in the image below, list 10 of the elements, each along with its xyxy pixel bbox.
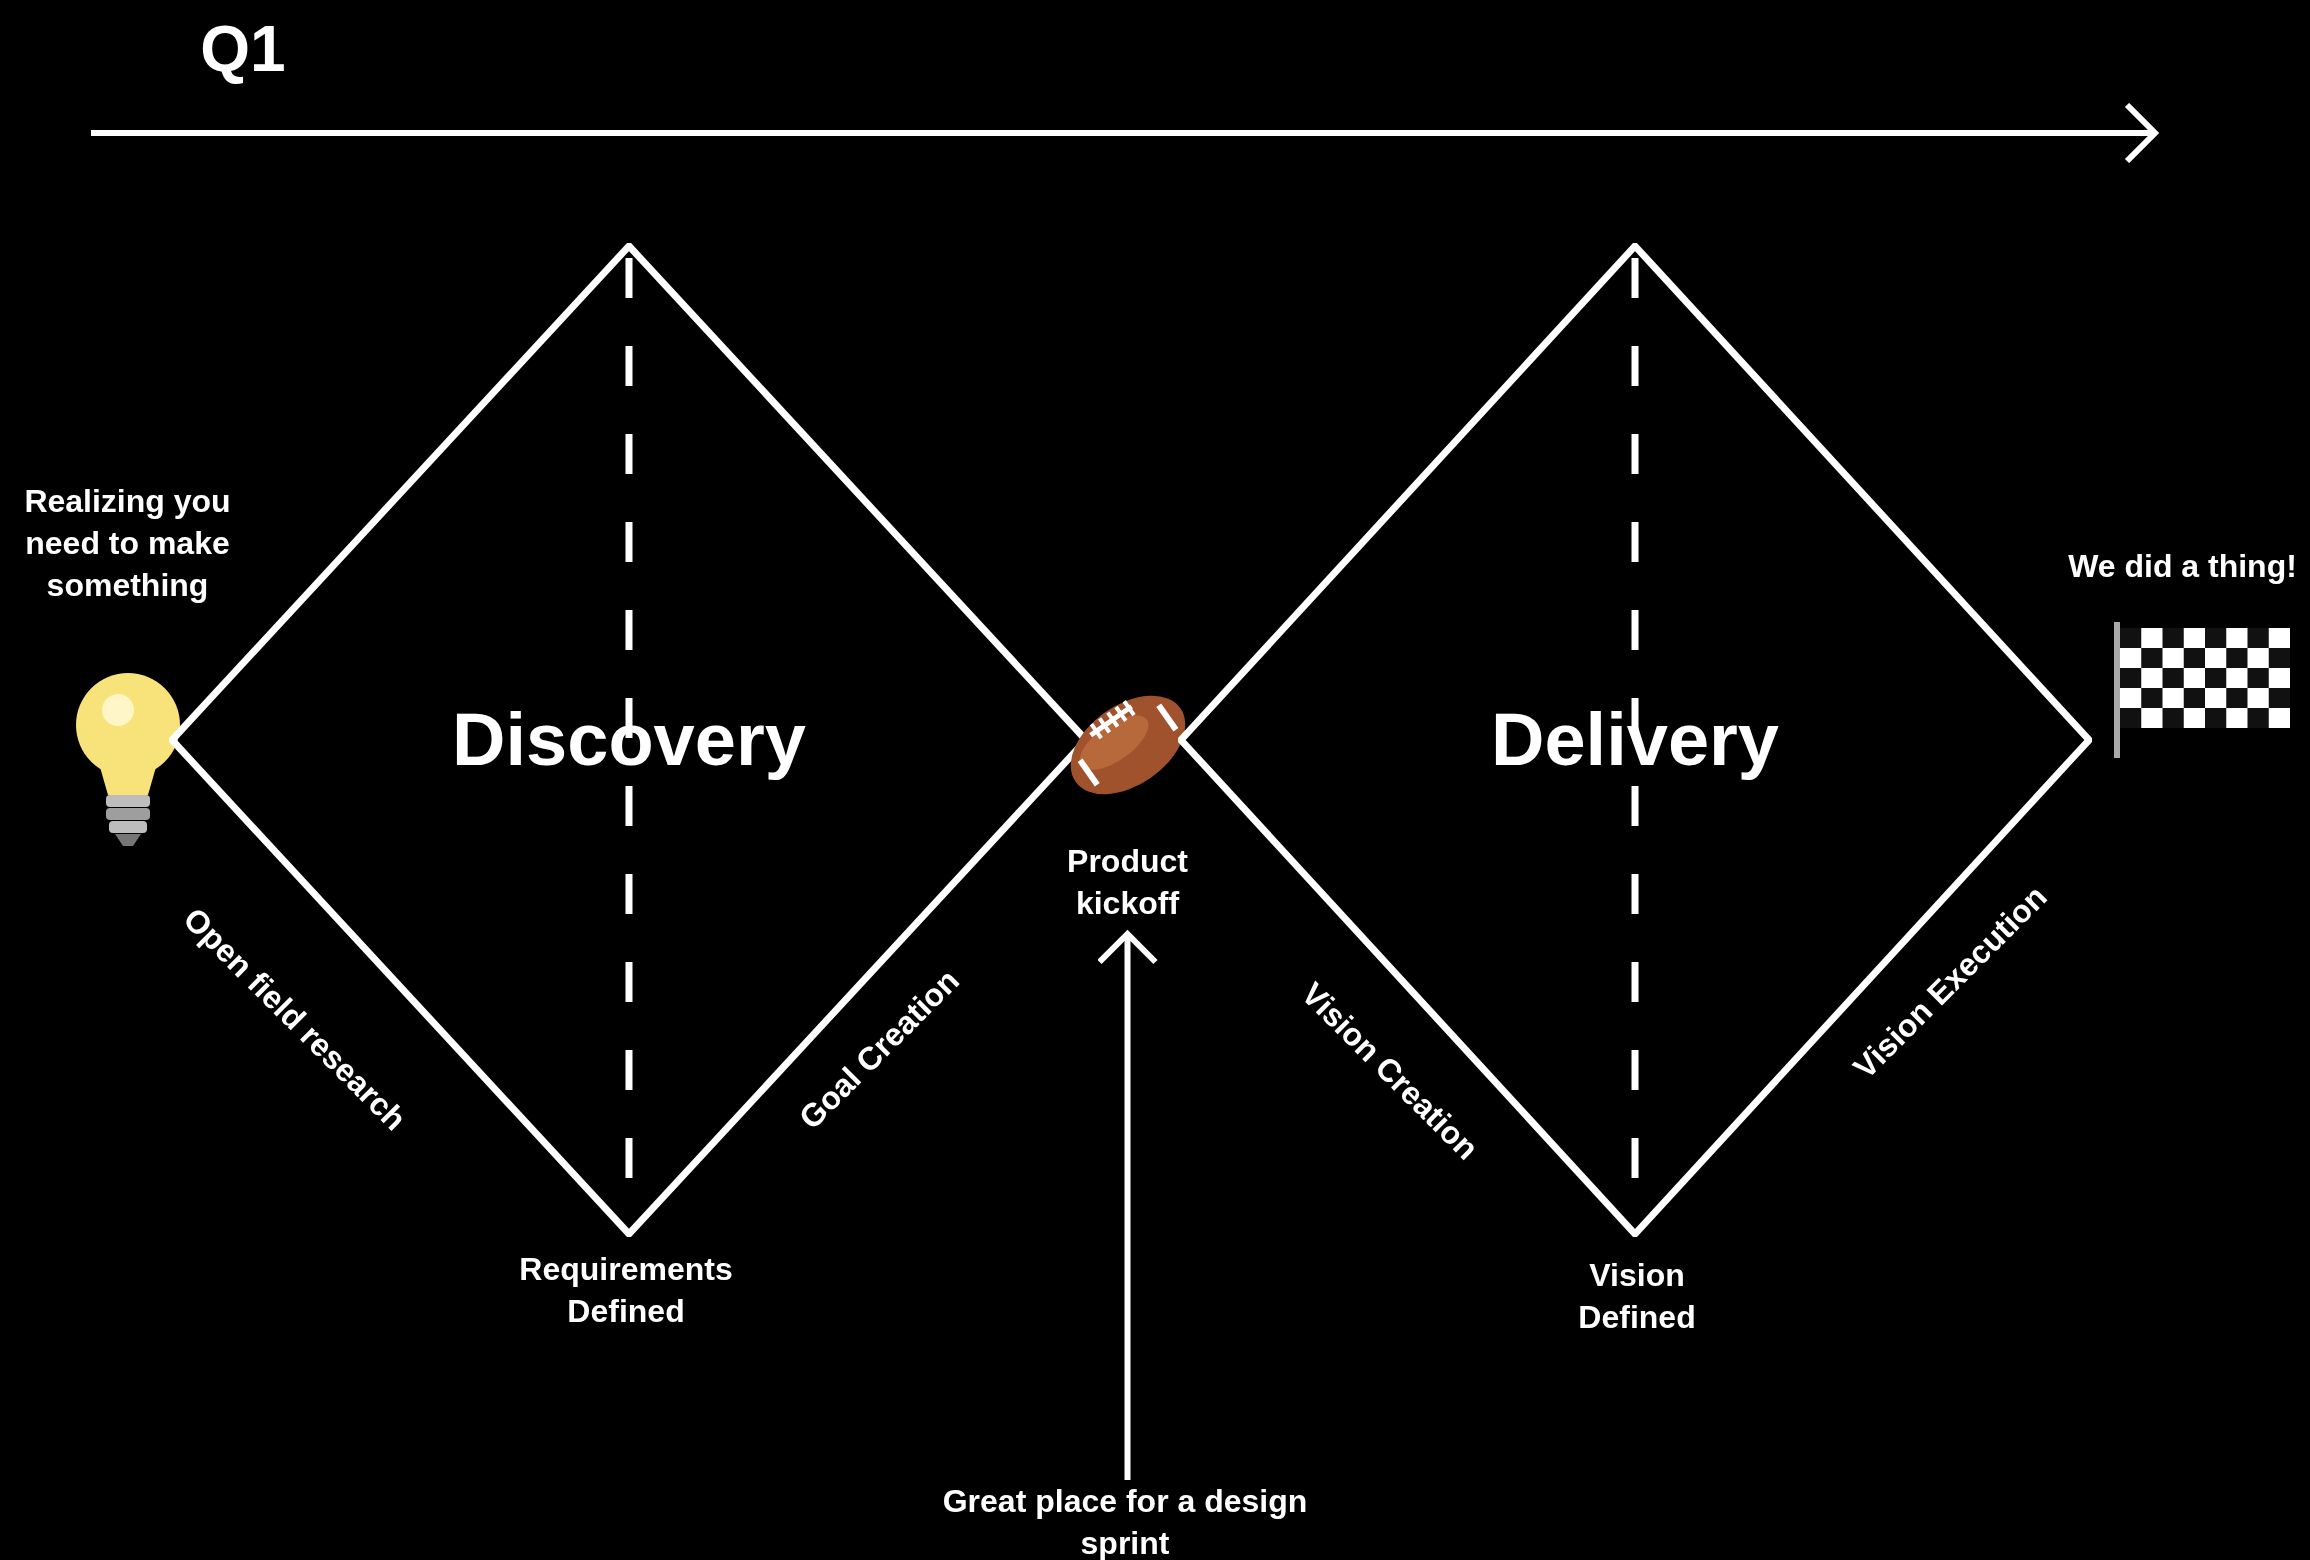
phase-title: Delivery bbox=[1491, 700, 1779, 780]
milestone-label: Requirements Defined bbox=[518, 1250, 734, 1331]
arrow bbox=[1096, 931, 1159, 1480]
milestone-label: Realizing you need to make something bbox=[23, 482, 232, 605]
quarter-heading: Q1 bbox=[200, 14, 286, 84]
note-text: Great place for a design sprint bbox=[941, 1482, 1309, 1560]
phase-title: Discovery bbox=[452, 700, 806, 780]
milestone-label: Vision Defined bbox=[1577, 1256, 1697, 1337]
milestone-label: Product kickoff bbox=[1066, 842, 1189, 923]
milestone-label: We did a thing! bbox=[2067, 547, 2298, 586]
